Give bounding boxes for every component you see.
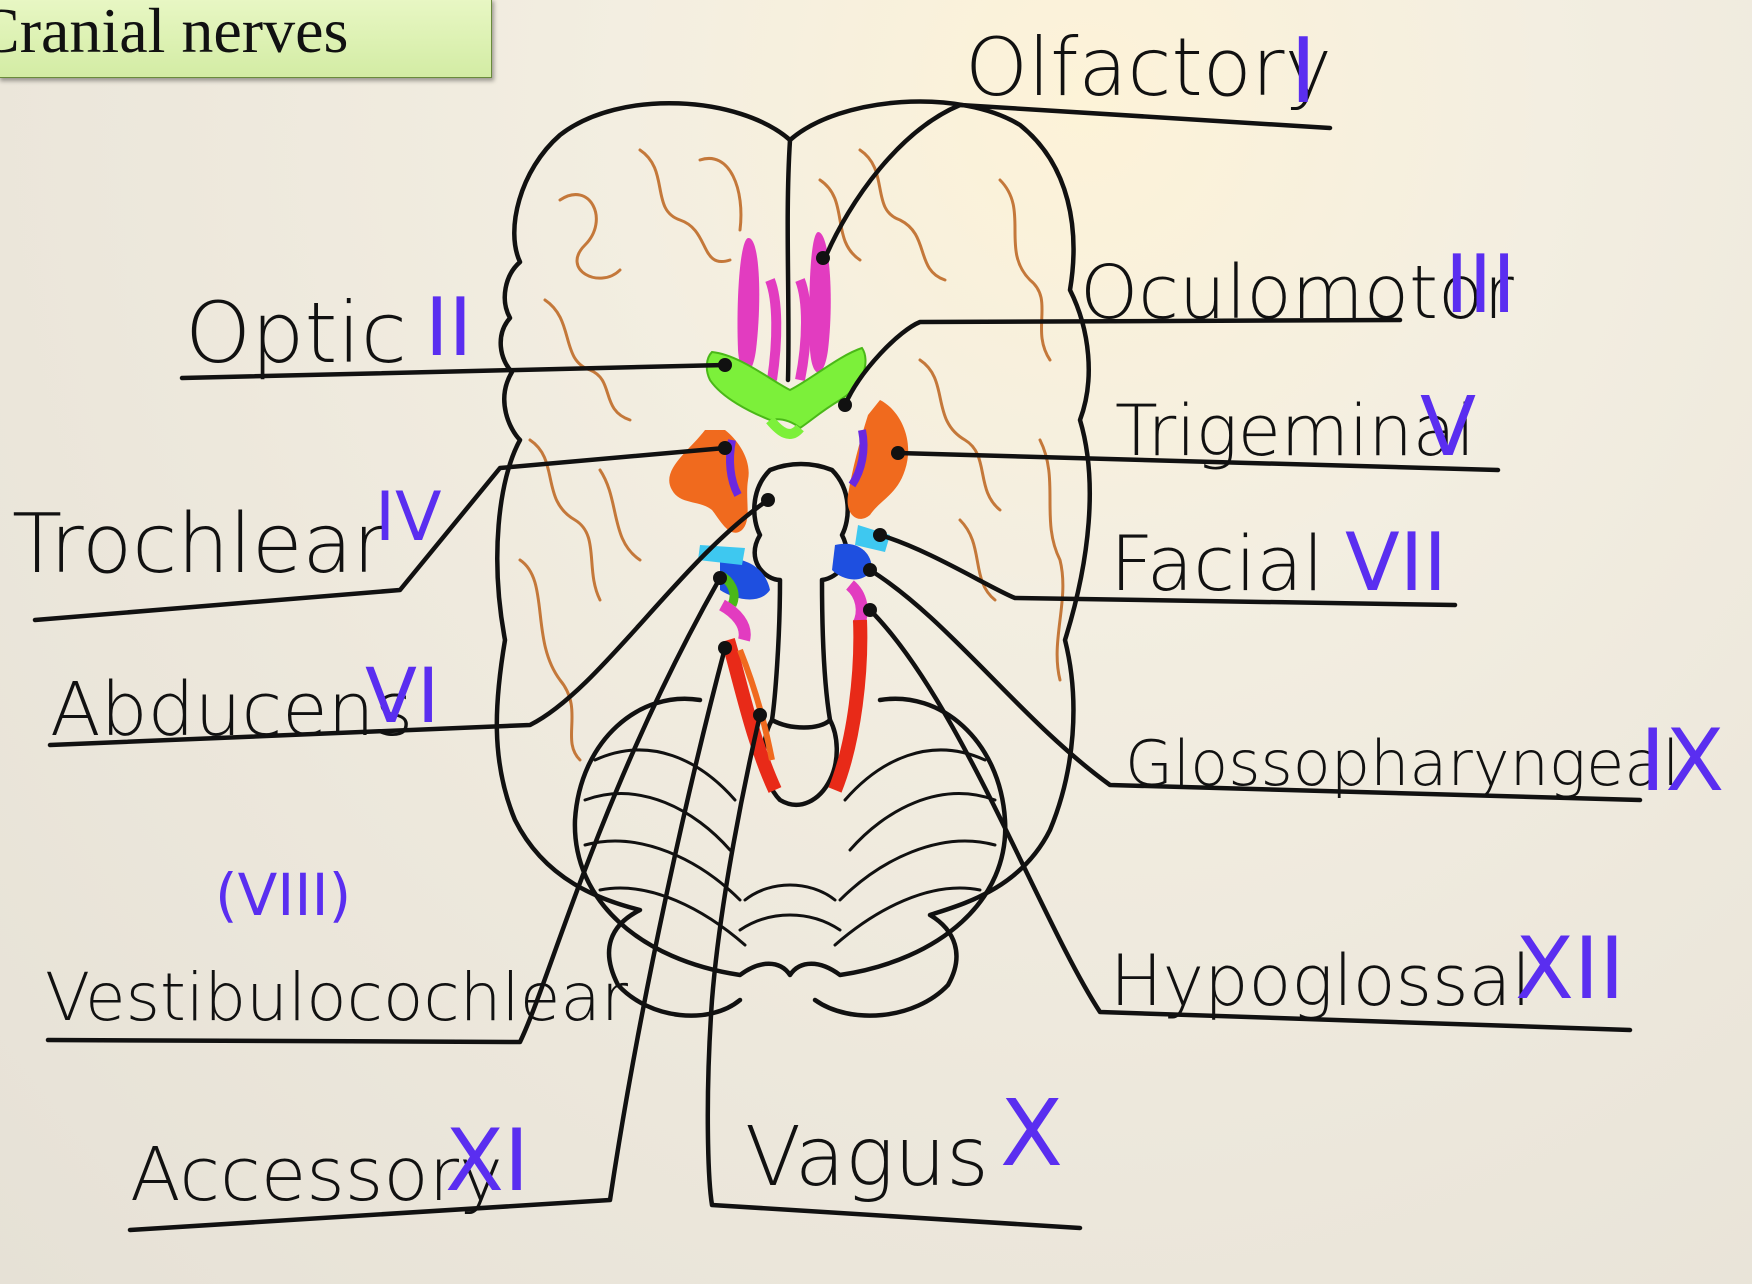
magenta-nerve-left [722,605,745,640]
gyrus-line [560,195,620,279]
gyrus-line [545,300,630,420]
label-abducens: Abducens [50,667,413,753]
cerebellum-folia [840,841,995,900]
numeral-trochlear: IV [375,478,442,557]
numeral-vestibulocochlear: (VIII) [215,861,351,929]
optic-dot [718,358,732,372]
vagus-dot [753,708,767,722]
gyrus-line [920,360,1000,510]
cerebellum-folia [745,885,835,900]
gyrus-line [860,150,945,280]
label-optic: Optic [185,284,407,382]
label-facial: Facial [1110,519,1324,608]
label-trochlear: Trochlear [12,497,387,592]
cerebellum-folia [835,888,980,945]
numeral-hypoglossal: XII [1515,919,1625,1019]
label-vestibulocochlear: Vestibulocochlear [45,959,629,1036]
vestibulocochlear-dot [713,571,727,585]
gyrus-line [700,158,741,230]
cerebellum-folia [740,915,840,930]
gyrus-line [1040,440,1063,680]
cerebellum-folia [585,841,740,900]
olfactory-leader [825,105,1330,258]
pink-nerve-fragment [800,280,806,380]
numeral-optic: II [425,281,472,374]
gyrus-line [1000,180,1050,360]
oculomotor-dot [838,398,852,412]
gyrus-line [600,470,640,560]
pink-nerve-fragment [770,280,776,380]
gyrus-line [640,150,730,262]
label-hypoglossal: Hypoglossal [1110,940,1531,1022]
olfactory-dot [816,251,830,265]
accessory-dot [718,641,732,655]
gyrus-line [520,560,580,760]
label-glossopharyngeal: Glossopharyngeal [1125,727,1679,800]
numeral-facial: VII [1345,516,1447,609]
longitudinal-fissure [788,140,790,380]
numeral-vagus: X [1000,1080,1063,1187]
trochlear-dot [718,441,732,455]
trigeminal-left [669,430,748,533]
vagus-nerve-left [728,640,775,790]
magenta-nerve-right [850,585,862,625]
medulla-base [764,720,837,805]
label-olfactory: Olfactory [965,21,1332,114]
numeral-trigeminal: V [1420,380,1476,475]
numeral-abducens: VI [365,651,439,740]
numeral-olfactory: I [1290,19,1317,124]
trigeminal-dot [891,446,905,460]
glossopharyngeal-dot [863,563,877,577]
abducens-dot [761,493,775,507]
facial-dot [873,528,887,542]
vagus-nerve-right [835,620,860,790]
numeral-accessory: XI [445,1111,529,1211]
label-vagus: Vagus [745,1110,989,1205]
hypoglossal-dot [863,603,877,617]
numeral-glossopharyngeal: IX [1640,711,1724,811]
numeral-oculomotor: III [1445,238,1516,331]
olfactory-tract-left [737,238,759,373]
labels: Olfactory I Optic II Oculomotor III Troc… [12,19,1724,1218]
